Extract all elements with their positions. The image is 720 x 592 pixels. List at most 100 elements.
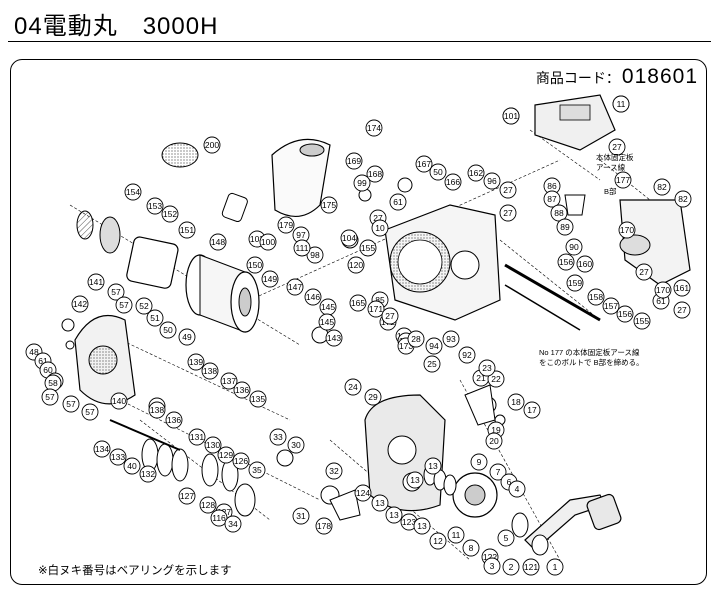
callout-number: 97 [296,230,306,240]
part-callout-98: 98 [306,246,324,264]
callout-circle [444,173,462,191]
callout-number: 27 [373,213,383,223]
part-callout-135: 135 [249,390,267,408]
callout-number: 13 [375,498,385,508]
part-callout-57: 57 [107,283,125,301]
callout-number: 132 [141,469,155,479]
callout-number: 166 [446,177,460,187]
part-callout-99: 99 [353,174,371,192]
callout-number: 111 [296,243,309,253]
callout-number: 131 [190,432,204,442]
part-callout-30: 30 [287,436,305,454]
part-callout-120: 120 [347,256,365,274]
callout-number: 179 [279,220,293,230]
callout-number: 61 [38,356,48,366]
part-callout-92: 92 [458,346,476,364]
part-callout-155: 155 [359,239,377,257]
callout-circle [261,270,279,288]
part-callout-145: 145 [319,298,337,316]
part-callout-2: 2 [502,558,520,576]
part-callout-161: 161 [673,279,691,297]
part-callout-130: 130 [204,436,222,454]
callout-number: 162 [469,168,483,178]
ground-wire-note-line1: 本体固定板 [596,152,634,162]
part-callout-154: 154 [124,183,142,201]
part-callout-149: 149 [261,270,279,288]
part-callout-57: 57 [62,395,80,413]
callout-circle [188,428,206,446]
callout-number: 61 [393,197,403,207]
part-callout-136: 136 [165,411,183,429]
callout-circle [148,401,166,419]
part-callout-138: 138 [148,401,166,419]
callout-circle [204,436,222,454]
callout-circle [467,164,485,182]
callout-circle [523,401,541,419]
part-callout-7: 7 [489,463,507,481]
product-code-value: 018601 [621,65,698,88]
callout-number: 145 [321,302,335,312]
part-callout-28: 28 [407,330,425,348]
callout-number: 20 [489,436,499,446]
part-callout-126: 126 [232,452,250,470]
part-callout-139: 139 [187,353,205,371]
part-callout-142: 142 [71,295,89,313]
part-callout-167: 167 [415,155,433,173]
callout-circle [353,174,371,192]
part-callout-88: 88 [550,204,568,222]
callout-circle [318,313,336,331]
callout-circle [489,463,507,481]
callout-circle [201,362,219,380]
part-callout-96: 96 [483,172,501,190]
callout-circle [87,273,105,291]
callout-number: 137 [222,376,236,386]
callout-number: 133 [111,452,125,462]
part-callout-8: 8 [462,539,480,557]
callout-circle [485,432,503,450]
callout-number: 167 [417,159,431,169]
part-callout-82: 82 [653,178,671,196]
callout-number: 89 [560,222,570,232]
part-callout-87: 87 [543,190,561,208]
part-callout-133: 133 [109,448,127,466]
callout-circle [246,256,264,274]
part-callout-90: 90 [565,238,583,256]
callout-circle [673,301,691,319]
part-callout-29: 29 [364,388,382,406]
right-cover-part [619,199,691,286]
callout-number: 168 [368,169,382,179]
part-callout-138: 138 [201,362,219,380]
callout-number: 49 [182,332,192,342]
callout-circle [159,321,177,339]
callout-number: 175 [322,200,336,210]
callout-number: 160 [578,259,592,269]
callout-circle [483,172,501,190]
part-callout-151: 151 [178,221,196,239]
part-callout-166: 166 [444,173,462,191]
callout-circle [502,558,520,576]
diagram-frame [10,59,707,585]
part-callout-94: 94 [425,337,443,355]
callout-circle [233,381,251,399]
callout-circle [587,288,605,306]
callout-circle [287,436,305,454]
part-callout-27: 27 [673,301,691,319]
title-divider [8,41,711,42]
callout-circle [371,219,389,237]
part-callout-156: 156 [557,253,575,271]
callout-circle [199,496,217,514]
part-callout-35: 35 [248,461,266,479]
callout-number: 149 [263,274,277,284]
callout-circle [135,297,153,315]
callout-number: 157 [604,301,618,311]
callout-circle [487,370,505,388]
callout-circle [458,346,476,364]
callout-number: 22 [491,374,501,384]
callout-number: 90 [569,242,579,252]
callout-number: 61 [656,296,666,306]
callout-circle [429,532,447,550]
part-callout-50: 50 [159,321,177,339]
callout-circle [292,507,310,525]
callout-number: 147 [288,282,302,292]
